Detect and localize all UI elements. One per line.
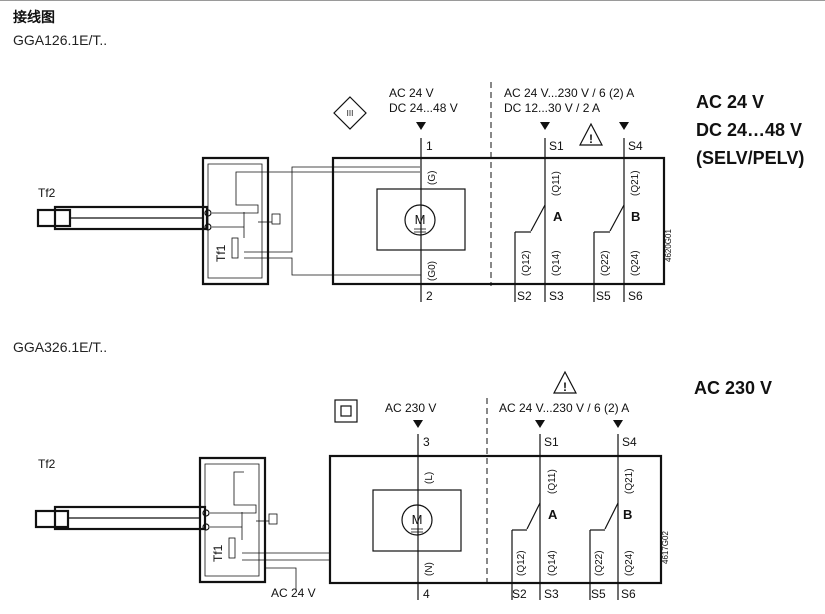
rating-dc: DC 24…48 V	[696, 120, 802, 140]
motor-box	[372, 489, 462, 552]
supply-voltage-ac: AC 24 V	[389, 86, 434, 100]
switch-b-label: B	[631, 209, 640, 224]
drawing-number: 4617G02	[661, 531, 670, 564]
inner-q24: (Q24)	[624, 550, 635, 576]
class-iii-text: III	[347, 109, 354, 118]
aux-switch-rating-dc: DC 12...30 V / 2 A	[504, 101, 600, 115]
terminal-s5: S5	[596, 289, 611, 303]
inner-q21: (Q21)	[624, 468, 635, 494]
diagram-1: AC 24 V DC 24...48 V AC 24 V...230 V / 6…	[36, 82, 804, 303]
motor-label: M	[412, 512, 423, 527]
sensor-housing	[36, 156, 421, 286]
inner-q14: (Q14)	[547, 550, 558, 576]
switch-b-label: B	[623, 507, 632, 522]
arrow-down-icon	[535, 420, 545, 428]
rating-ac: AC 24 V	[696, 92, 764, 112]
terminal-3: 3	[423, 435, 430, 449]
inner-q12: (Q12)	[521, 250, 532, 276]
actuator-housing	[328, 454, 663, 585]
warning-icon: !	[579, 122, 603, 146]
actuator-housing	[331, 156, 666, 286]
terminal-4: 4	[423, 587, 430, 601]
tf2-label: Tf2	[38, 186, 56, 200]
aux-switch-rating: AC 24 V...230 V / 6 (2) A	[499, 401, 629, 415]
motor-box	[376, 188, 466, 251]
tf1-label: Tf1	[214, 244, 228, 262]
terminal-s6: S6	[621, 587, 636, 601]
protection-class-iii-icon: III	[333, 96, 367, 130]
inner-g0: (G0)	[427, 261, 438, 281]
aux-switch-rating-ac: AC 24 V...230 V / 6 (2) A	[504, 86, 634, 100]
drawing-number: 4620G01	[664, 229, 673, 262]
inner-q14: (Q14)	[551, 250, 562, 276]
supply-voltage-dc: DC 24...48 V	[389, 101, 458, 115]
inner-g: (G)	[427, 171, 438, 185]
page-title: 接线图	[13, 9, 55, 25]
motor-icon	[401, 504, 433, 536]
inner-q22: (Q22)	[594, 550, 605, 576]
arrow-down-icon	[413, 420, 423, 428]
tf2-label: Tf2	[38, 457, 56, 471]
arrow-down-icon	[416, 122, 426, 130]
model-label-1: GGA126.1E/T..	[13, 32, 108, 48]
inner-q24: (Q24)	[630, 250, 641, 276]
arrow-down-icon	[619, 122, 629, 130]
terminal-s1: S1	[544, 435, 559, 449]
terminal-2: 2	[426, 289, 433, 303]
switch-a-label: A	[553, 209, 563, 224]
inner-l: (L)	[424, 472, 435, 484]
terminal-s4: S4	[622, 435, 637, 449]
warning-icon: !	[553, 370, 577, 394]
rating-230: AC 230 V	[694, 378, 772, 398]
heater-supply-label: AC 24 V	[271, 586, 316, 600]
switch-a-label: A	[548, 507, 558, 522]
inner-q22: (Q22)	[600, 250, 611, 276]
terminal-s6: S6	[628, 289, 643, 303]
svg-text:!: !	[563, 380, 567, 394]
rating-selv: (SELV/PELV)	[696, 148, 804, 168]
svg-text:!: !	[589, 132, 593, 146]
arrow-down-icon	[540, 122, 550, 130]
terminal-s4: S4	[628, 139, 643, 153]
top-divider-line	[0, 0, 825, 1]
inner-q21: (Q21)	[630, 170, 641, 196]
supply-voltage-230: AC 230 V	[385, 401, 436, 415]
diagram-2: AC 230 V AC 24 V...230 V / 6 (2) A AC 23…	[34, 370, 772, 601]
terminal-s3: S3	[544, 587, 559, 601]
motor-label: M	[415, 212, 426, 227]
arrow-down-icon	[613, 420, 623, 428]
motor-icon	[404, 204, 436, 236]
terminal-s3: S3	[549, 289, 564, 303]
terminal-s1: S1	[549, 139, 564, 153]
model-label-2: GGA326.1E/T..	[13, 339, 108, 355]
inner-q12: (Q12)	[516, 550, 527, 576]
inner-q11: (Q11)	[551, 171, 562, 196]
terminal-s2: S2	[517, 289, 532, 303]
inner-n: (N)	[424, 562, 435, 576]
terminal-s2: S2	[512, 587, 527, 601]
tf1-label: Tf1	[211, 544, 225, 562]
terminal-s5: S5	[591, 587, 606, 601]
inner-q11: (Q11)	[547, 469, 558, 494]
sensor-housing	[34, 456, 330, 590]
protection-class-ii-icon	[334, 399, 358, 423]
terminal-1: 1	[426, 139, 433, 153]
